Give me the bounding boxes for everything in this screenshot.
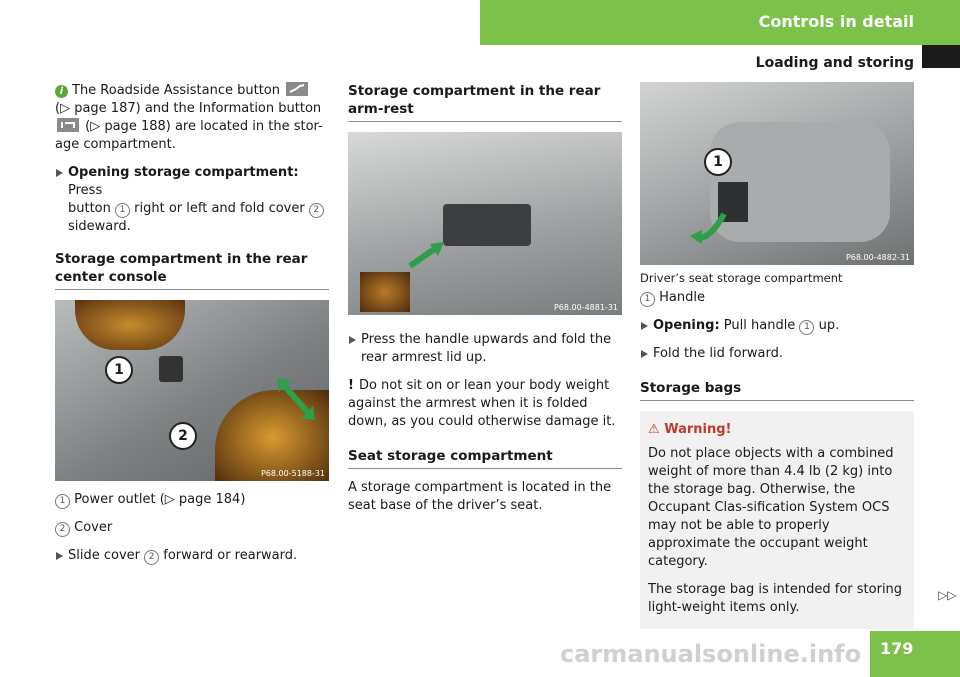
section-tab: Controls in detail (480, 0, 960, 45)
warning-title: ⚠ Warning! (648, 422, 732, 437)
callout-2: 2 (169, 422, 197, 450)
callout-ref-1: 1 (115, 203, 131, 218)
image-code: P68.00-4881-31 (553, 303, 618, 312)
image-caption: Driver’s seat storage compartment (640, 271, 843, 285)
callout-1: 1 (704, 148, 732, 176)
seat-storage-text: A storage compartment is located in the … (348, 480, 612, 513)
callout-ref-2: 2 (308, 203, 324, 218)
callout-1: 1 (105, 356, 133, 384)
section-title: Controls in detail (758, 12, 914, 31)
slide-instruction: Slide cover 2 forward or rearward. (55, 547, 329, 565)
continue-mark: ▷▷ (938, 588, 957, 602)
opening-instruction: Opening storage compartment: Press butto… (55, 164, 329, 236)
column-3: 1 P68.00-4882-31 Driver’s seat storage c… (640, 82, 914, 629)
wood-trim-top (75, 300, 185, 350)
rear-center-console-image: 1 2 P68.00-5188-31 (55, 300, 329, 481)
fold-instruction: Fold the lid forward. (640, 345, 914, 363)
armrest-lid (443, 204, 531, 246)
legend-item-1: 1 Handle (640, 289, 914, 307)
heading-storage-bags: Storage bags (640, 379, 914, 401)
rear-armrest-image: P68.00-4881-31 (348, 132, 622, 315)
information-button-icon (57, 118, 79, 132)
page-number-tab: 179 (870, 631, 960, 677)
seat-storage-image: 1 P68.00-4882-31 (640, 82, 914, 265)
warning-triangle-icon: ⚠ (648, 422, 660, 437)
warning-box: ⚠ Warning! Do not place objects with a c… (640, 411, 914, 629)
watermark: carmanualsonline.info (560, 640, 862, 668)
caution-note: !Do not sit on or lean your body weight … (348, 378, 616, 429)
page-number: 179 (880, 639, 914, 658)
heading-rear-armrest: Storage compartment in the rear arm-rest (348, 82, 622, 122)
opening-instruction: Opening: Pull handle 1 up. (640, 317, 914, 335)
press-instruction: Press the handle upwards and fold the re… (348, 331, 622, 367)
image-code: P68.00-4882-31 (845, 253, 910, 262)
heading-seat-storage: Seat storage compartment (348, 447, 622, 469)
header-block (922, 45, 960, 68)
legend-item-2: 2 Cover (55, 519, 329, 537)
wood-trim (360, 272, 410, 312)
image-code: P68.00-5188-31 (260, 469, 325, 478)
wood-cover (215, 390, 329, 481)
exclamation-icon: ! (348, 378, 354, 393)
roadside-assistance-button-icon (286, 82, 309, 96)
subsection-title: Loading and storing (755, 55, 914, 71)
warning-text-1: Do not place objects with a combined wei… (648, 446, 894, 569)
heading-rear-center-console: Storage compartment in the rear center c… (55, 250, 329, 290)
warning-text-2: The storage bag is intended for storing … (648, 582, 903, 615)
legend-item-1: 1 Power outlet (▷ page 184) (55, 491, 329, 509)
power-outlet (159, 356, 183, 382)
column-2: Storage compartment in the rear arm-rest… (348, 82, 622, 525)
info-icon: i (55, 85, 68, 98)
